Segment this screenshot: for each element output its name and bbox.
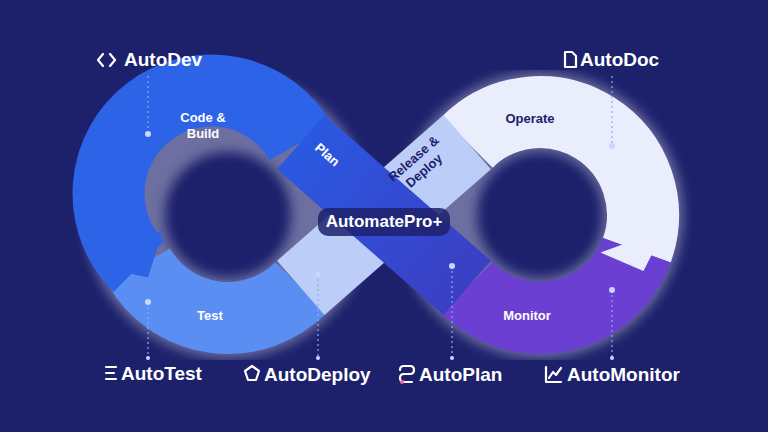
logo-text: AutomatePro+ — [318, 208, 451, 236]
tool-name: AutoDoc — [580, 49, 659, 71]
segment-label: Operate — [485, 111, 575, 127]
tool-name: AutoPlan — [419, 364, 502, 386]
loop-segment: Monitor — [482, 308, 572, 324]
loop-segment: Code & Build — [171, 110, 235, 142]
tool-name: AutoDev — [124, 49, 202, 71]
loop-segment: Test — [180, 308, 240, 324]
segment-label: Monitor — [482, 308, 572, 324]
tool-name: AutoDeploy — [264, 364, 371, 386]
segment-label: Test — [180, 308, 240, 324]
tool-name: AutoMonitor — [567, 364, 680, 386]
loop-segment: Operate — [485, 111, 575, 127]
segment-label: Code & Build — [171, 110, 235, 142]
tool-name: AutoTest — [121, 363, 202, 385]
